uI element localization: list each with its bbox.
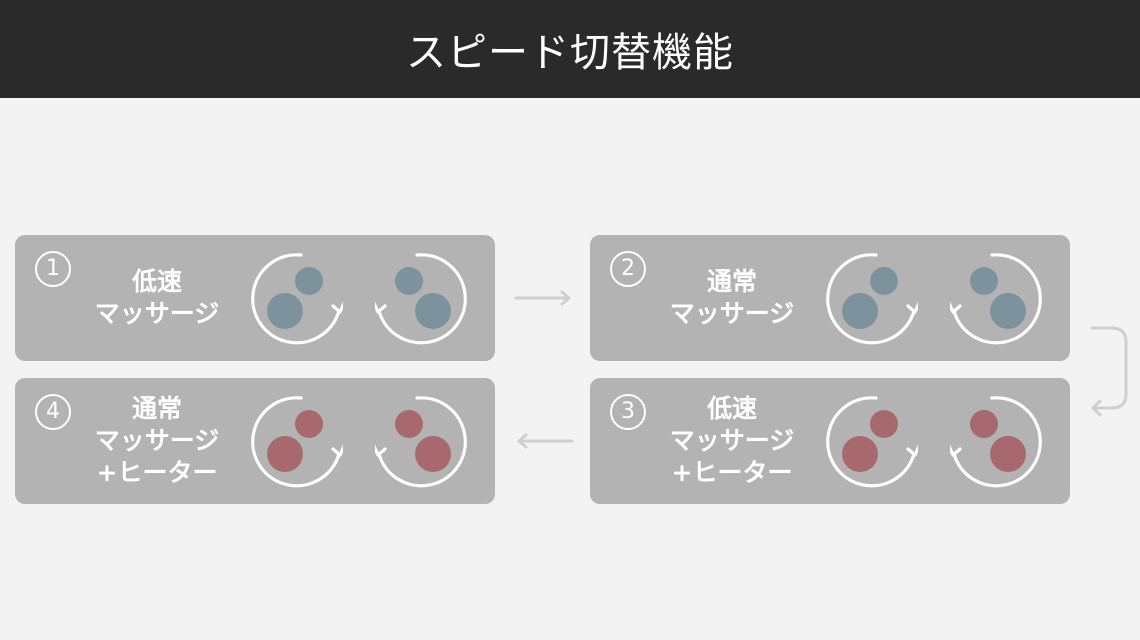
massage-ball-large [415,293,451,329]
rotation-counterclockwise-icon [375,253,467,345]
massage-ball-small [970,267,998,295]
massage-ball-large [990,293,1026,329]
massage-ball-large [267,436,303,472]
rotation-counterclockwise-icon [950,396,1042,488]
mode-number-badge: 1 [35,251,71,287]
massage-ball-large [842,436,878,472]
mode-label-line: 低速 [131,267,182,296]
mode-label-line: 通常 [706,267,757,296]
mode-card-3: 3 低速 マッサージ +ヒーター [590,378,1070,504]
massage-ball-small [295,410,323,438]
massage-ball-small [295,267,323,295]
massage-ball-small [395,410,423,438]
mode-label: 低速 マッサージ +ヒーター [652,378,812,504]
header-bar: スピード切替機能 [0,0,1140,98]
massage-ball-large [267,293,303,329]
massage-ball-small [870,267,898,295]
massage-ball-small [870,410,898,438]
rotation-clockwise-icon [251,396,343,488]
mode-card-2: 2 通常 マッサージ [590,235,1070,361]
mode-label-line: マッサージ [94,426,220,455]
rotation-counterclockwise-icon [375,396,467,488]
arrow-right-icon [514,290,571,306]
massage-ball-large [415,436,451,472]
mode-number-badge: 2 [610,251,646,287]
mode-label: 通常 マッサージ [652,235,812,361]
mode-card-1: 1 低速 マッサージ [15,235,495,361]
rotation-clockwise-icon [826,253,918,345]
massage-ball-small [395,267,423,295]
mode-number-badge: 4 [35,394,71,430]
mode-label-line: 通常 [131,394,182,423]
page-title: スピード切替機能 [406,30,734,76]
mode-label-line: +ヒーター [96,458,218,487]
rotation-clockwise-icon [826,396,918,488]
rotation-counterclockwise-icon [950,253,1042,345]
mode-label-line: 低速 [706,394,757,423]
massage-ball-large [990,436,1026,472]
rotation-clockwise-icon [251,253,343,345]
massage-ball-large [842,293,878,329]
massage-ball-small [970,410,998,438]
mode-label-line: +ヒーター [671,458,793,487]
mode-label-line: マッサージ [94,299,220,328]
arrow-left-icon [517,433,574,449]
mode-label: 通常 マッサージ +ヒーター [77,378,237,504]
arrow-down-return-icon [1090,326,1128,417]
mode-card-4: 4 通常 マッサージ +ヒーター [15,378,495,504]
mode-label-line: マッサージ [669,299,795,328]
mode-number-badge: 3 [610,394,646,430]
mode-label-line: マッサージ [669,426,795,455]
mode-label: 低速 マッサージ [77,235,237,361]
